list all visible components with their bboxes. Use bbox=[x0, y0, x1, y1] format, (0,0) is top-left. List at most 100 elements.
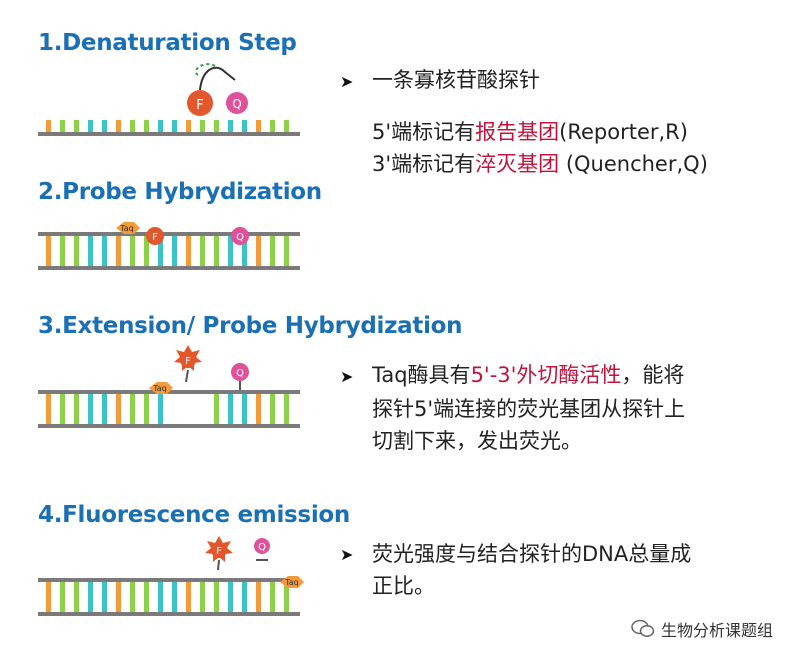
free-quencher bbox=[254, 538, 270, 554]
base-pair bbox=[242, 120, 247, 132]
base-pair bbox=[270, 236, 275, 266]
base-pair bbox=[158, 236, 163, 266]
base-pair bbox=[228, 394, 233, 424]
note-step3-line2: 探针5'端连接的荧光基团从探针上 bbox=[372, 397, 686, 421]
base-pair bbox=[228, 582, 233, 612]
base-pair bbox=[242, 394, 247, 424]
base-pair bbox=[116, 582, 121, 612]
reporter-dye bbox=[146, 227, 164, 245]
note-step3-line1: Taq酶具有5'-3'外切酶活性，能将 bbox=[372, 363, 685, 387]
step-4-duplex: Taq F Q bbox=[38, 536, 304, 616]
base-pair bbox=[130, 394, 135, 424]
base-pair bbox=[102, 582, 107, 612]
base-pair bbox=[130, 120, 135, 132]
wechat-icon bbox=[631, 619, 655, 637]
base-pair bbox=[130, 236, 135, 266]
base-pair bbox=[270, 120, 275, 132]
base-pair bbox=[284, 394, 289, 424]
step-3-duplex: Taq F Q bbox=[38, 345, 300, 428]
base-pair bbox=[186, 236, 191, 266]
svg-text:Q: Q bbox=[236, 368, 244, 379]
base-pair bbox=[256, 120, 261, 132]
base-pair bbox=[270, 582, 275, 612]
base-pair bbox=[242, 582, 247, 612]
svg-text:F: F bbox=[216, 546, 222, 557]
base-pair bbox=[228, 236, 233, 266]
note-step1-line3: 3'端标记有淬灭基团 (Quencher,Q) bbox=[372, 152, 708, 176]
quencher-dye bbox=[231, 227, 249, 245]
step-1-bases bbox=[46, 120, 289, 132]
svg-text:F: F bbox=[152, 232, 158, 243]
watermark-text: 生物分析课题组 bbox=[660, 621, 773, 640]
base-pair bbox=[256, 236, 261, 266]
base-pair bbox=[88, 120, 93, 132]
base-pair bbox=[60, 120, 65, 132]
arrow-icon: ➤ bbox=[340, 72, 354, 91]
base-pair bbox=[270, 394, 275, 424]
base-pair bbox=[60, 394, 65, 424]
base-pair bbox=[172, 236, 177, 266]
base-pair bbox=[158, 582, 163, 612]
base-pair bbox=[46, 236, 51, 266]
base-pair bbox=[172, 120, 177, 132]
base-pair bbox=[214, 120, 219, 132]
base-pair bbox=[144, 582, 149, 612]
step-2-duplex: Taq F Q bbox=[38, 222, 300, 270]
svg-text:Q: Q bbox=[236, 232, 244, 243]
base-pair bbox=[214, 394, 219, 424]
base-pair bbox=[284, 120, 289, 132]
taq-polymerase bbox=[149, 382, 173, 394]
base-pair bbox=[116, 394, 121, 424]
base-pair bbox=[88, 236, 93, 266]
taq-polymerase bbox=[280, 576, 304, 588]
base-pair bbox=[60, 236, 65, 266]
step-1-title: 1.Denaturation Step bbox=[38, 30, 297, 56]
base-pair bbox=[242, 236, 247, 266]
cleaved-reporter-burst: F bbox=[174, 345, 202, 383]
base-pair bbox=[46, 394, 51, 424]
base-pair bbox=[186, 582, 191, 612]
svg-text:Q: Q bbox=[258, 542, 266, 553]
base-pair bbox=[116, 236, 121, 266]
base-pair bbox=[186, 120, 191, 132]
svg-text:Taq: Taq bbox=[152, 384, 167, 393]
taq-polymerase bbox=[116, 222, 140, 234]
step-2-title: 2.Probe Hybrydization bbox=[38, 179, 322, 205]
base-pair bbox=[74, 236, 79, 266]
free-reporter-burst: F bbox=[205, 536, 233, 571]
base-pair bbox=[74, 120, 79, 132]
base-pair bbox=[116, 120, 121, 132]
base-pair bbox=[102, 394, 107, 424]
note-step4-line1: 荧光强度与结合探针的DNA总量成 bbox=[372, 542, 692, 566]
quencher-dye bbox=[231, 363, 249, 381]
base-pair bbox=[74, 394, 79, 424]
base-pair bbox=[144, 120, 149, 132]
base-pair bbox=[228, 120, 233, 132]
base-pair bbox=[200, 120, 205, 132]
quencher-dye bbox=[226, 92, 248, 114]
base-pair bbox=[74, 582, 79, 612]
note-step3-line3: 切割下来，发出荧光。 bbox=[372, 429, 582, 453]
arrow-icon: ➤ bbox=[340, 545, 354, 564]
svg-text:F: F bbox=[185, 356, 191, 367]
taq-label: Taq bbox=[119, 224, 134, 233]
step-1-strand: F Q bbox=[38, 63, 300, 136]
pcr-diagram: F Q Taq F Q Taq F Q bbox=[38, 63, 304, 616]
base-pair bbox=[256, 394, 261, 424]
base-pair bbox=[158, 120, 163, 132]
step-3-title: 3.Extension/ Probe Hybrydization bbox=[38, 313, 463, 339]
base-pair bbox=[214, 582, 219, 612]
step-4-title: 4.Fluorescence emission bbox=[38, 502, 350, 528]
base-pair bbox=[102, 120, 107, 132]
reporter-label: F bbox=[196, 98, 203, 113]
svg-text:Taq: Taq bbox=[284, 578, 299, 587]
base-pair bbox=[144, 236, 149, 266]
base-pair bbox=[130, 582, 135, 612]
note-step1-line1: 一条寡核苷酸探针 bbox=[372, 68, 540, 92]
base-pair bbox=[60, 582, 65, 612]
base-pair bbox=[46, 582, 51, 612]
quencher-label: Q bbox=[232, 97, 241, 111]
base-pair bbox=[284, 236, 289, 266]
base-pair bbox=[200, 582, 205, 612]
base-pair bbox=[284, 582, 289, 612]
